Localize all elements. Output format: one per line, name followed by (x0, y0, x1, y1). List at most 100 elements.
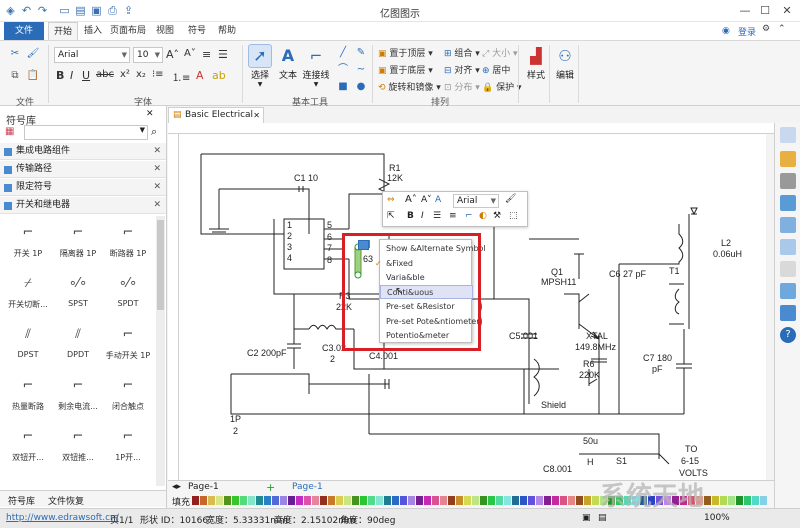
color-swatch[interactable] (248, 496, 255, 505)
color-swatch[interactable] (376, 496, 383, 505)
fill-panel-icon[interactable] (780, 151, 796, 167)
floating-font-select[interactable]: Arial▼ (453, 194, 499, 208)
color-swatch[interactable] (312, 496, 319, 505)
copy-icon[interactable]: ⧉ (11, 70, 19, 81)
color-swatch[interactable] (600, 496, 607, 505)
color-swatch[interactable] (656, 496, 663, 505)
edit-shape-icon[interactable]: ⬚ (509, 211, 518, 221)
symbol-double-push[interactable]: ⌐双钮推... (52, 422, 104, 462)
tab-page-layout[interactable]: 页面布局 (109, 26, 146, 36)
select-tool-button[interactable]: ➚ 选择 ▼ (246, 44, 274, 88)
color-swatch[interactable] (752, 496, 759, 505)
close-icon[interactable]: ✕ (153, 182, 161, 192)
tab-help[interactable]: 帮助 (217, 26, 236, 36)
connector-tool-button[interactable]: ⌐ 连接线 ▼ (300, 44, 332, 88)
rotate-mirror-button[interactable]: ⟲ 旋转和镜像 ▾ (378, 83, 441, 93)
symbol-1p-switch[interactable]: ⌐1P开... (102, 422, 154, 462)
color-swatch[interactable] (552, 496, 559, 505)
color-swatch[interactable] (344, 496, 351, 505)
ellipse-icon[interactable]: ● (356, 81, 366, 92)
tab-symbols[interactable]: 符号 (187, 26, 206, 36)
color-swatch[interactable] (616, 496, 623, 505)
italic-icon[interactable]: I (70, 69, 74, 82)
color-swatch[interactable] (288, 496, 295, 505)
color-swatch[interactable] (336, 496, 343, 505)
category-qualifiers[interactable]: 限定符号✕ (0, 179, 166, 196)
underline-icon[interactable]: U (82, 69, 91, 82)
layer-panel-icon[interactable] (780, 217, 796, 233)
redo-icon[interactable]: ↷ (37, 4, 48, 17)
color-swatch[interactable] (232, 496, 239, 505)
format-panel-icon[interactable] (780, 127, 796, 143)
color-swatch[interactable] (608, 496, 615, 505)
color-swatch[interactable] (624, 496, 631, 505)
color-swatch[interactable] (424, 496, 431, 505)
style-icon[interactable]: ⇔ (387, 195, 395, 205)
save-icon[interactable]: ▣ (91, 4, 102, 17)
fit-page-icon[interactable]: ▣ (582, 513, 591, 523)
comment-panel-icon[interactable] (780, 283, 796, 299)
color-swatch[interactable] (696, 496, 703, 505)
text-tool-button[interactable]: A 文本 (274, 44, 302, 81)
superscript-icon[interactable]: x² (120, 69, 130, 80)
symbol-spst[interactable]: ∘⁄∘SPST (52, 269, 104, 317)
text-align-icon[interactable]: ≡ (202, 48, 212, 61)
color-swatch[interactable] (536, 496, 543, 505)
color-swatch[interactable] (544, 496, 551, 505)
color-swatch[interactable] (392, 496, 399, 505)
color-swatch[interactable] (280, 496, 287, 505)
curve-icon[interactable]: ~ (356, 64, 366, 75)
align-button[interactable]: ⊟ 对齐 ▾ (444, 66, 480, 76)
close-tab-icon[interactable]: ✕ (253, 111, 260, 120)
tab-file[interactable]: 文件 (4, 22, 44, 40)
image-panel-icon[interactable] (780, 195, 796, 211)
zoom-level[interactable]: 100% (704, 513, 730, 523)
grow-font-icon[interactable]: A˄ (405, 194, 417, 205)
fit-width-icon[interactable]: ▤ (598, 513, 607, 523)
export-icon[interactable]: ⇪ (123, 4, 134, 17)
color-swatch[interactable] (384, 496, 391, 505)
menu-item-potentiometer[interactable]: Potentio&meter (386, 331, 450, 340)
cut-icon[interactable]: ✂ (10, 48, 20, 59)
color-swatch[interactable] (208, 496, 215, 505)
line-panel-icon[interactable] (780, 173, 796, 189)
menu-item-show-alternate[interactable]: Show &Alternate Symbol (386, 244, 486, 253)
size-button[interactable]: ⤢ 大小 ▾ (482, 49, 518, 59)
grow-font-icon[interactable]: A˄ (166, 48, 180, 61)
protect-button[interactable]: 🔒 保护 ▾ (482, 83, 522, 93)
data-panel-icon[interactable] (780, 261, 796, 277)
text-style-icon[interactable]: A (435, 195, 442, 205)
distribute-button[interactable]: ⊡ 分布 ▾ (444, 83, 480, 93)
style-button[interactable]: ▟ 样式 (522, 44, 550, 81)
font-color-icon[interactable]: A (196, 69, 204, 82)
color-swatch[interactable] (584, 496, 591, 505)
category-transmission[interactable]: 传输路径✕ (0, 161, 166, 178)
search-icon[interactable]: ⌕ (151, 125, 158, 138)
line-icon[interactable]: ╱ (339, 47, 347, 58)
open-icon[interactable]: ▤ (75, 4, 86, 17)
category-ic-components[interactable]: 集成电路组件✕ (0, 143, 166, 160)
menu-item-continuous[interactable]: Conti&uous (380, 285, 473, 299)
website-link[interactable]: http://www.edrawsoft.cn/ (6, 513, 119, 523)
settings-icon[interactable]: ⚙ (762, 24, 771, 34)
bring-front-button[interactable]: ▣ 置于顶层 ▾ (378, 49, 433, 59)
color-swatch[interactable] (256, 496, 263, 505)
color-swatch[interactable] (512, 496, 519, 505)
new-icon[interactable]: ▭ (59, 4, 70, 17)
color-swatch[interactable] (264, 496, 271, 505)
minimize-button[interactable]: — (739, 4, 751, 17)
color-swatch[interactable] (432, 496, 439, 505)
color-swatch[interactable] (648, 496, 655, 505)
color-swatch[interactable] (672, 496, 679, 505)
undo-icon[interactable]: ↶ (21, 4, 32, 17)
color-swatch[interactable] (504, 496, 511, 505)
fill-color-icon[interactable]: ◐ (479, 211, 487, 221)
tab-view[interactable]: 视图 (155, 26, 174, 36)
library-menu-icon[interactable]: ▦ (5, 126, 15, 137)
ribbon-collapse-icon[interactable]: ⌃ (778, 24, 786, 34)
color-swatches[interactable] (192, 496, 772, 506)
color-swatch[interactable] (352, 496, 359, 505)
italic-icon[interactable]: I (421, 211, 424, 221)
symbol-search-input[interactable]: ▼ (24, 125, 148, 140)
color-swatch[interactable] (576, 496, 583, 505)
